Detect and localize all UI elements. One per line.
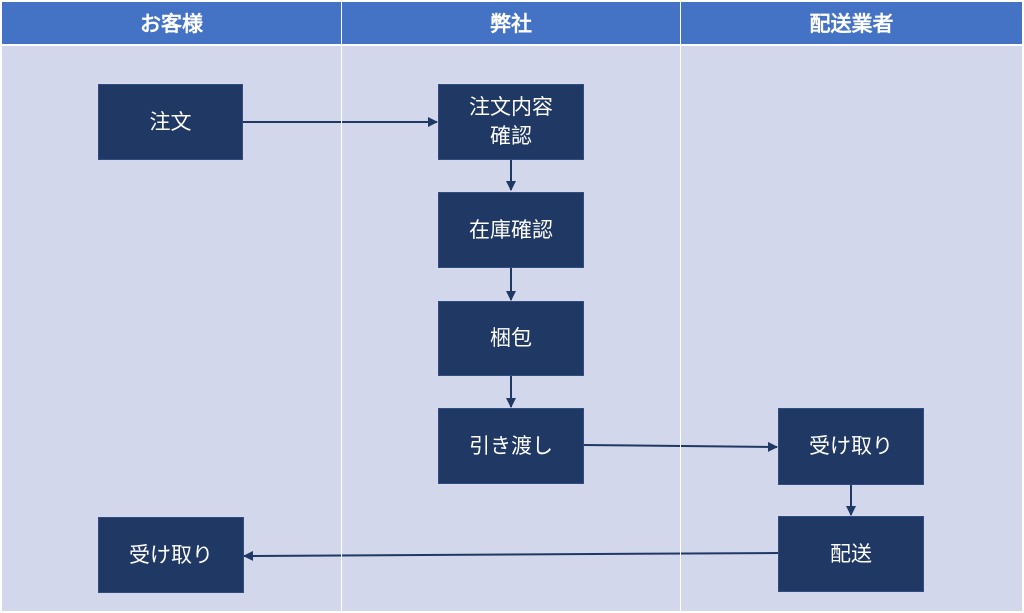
step-handover-label: 引き渡し xyxy=(469,433,553,458)
step-customer-receive: 受け取り xyxy=(98,517,244,593)
step-stock-check: 在庫確認 xyxy=(438,192,584,268)
lane-header-carrier: 配送業者 xyxy=(681,2,1022,44)
lane-header-company: 弊社 xyxy=(342,2,680,44)
step-confirm-order-label-line2: 確認 xyxy=(490,124,532,148)
step-customer-receive-label: 受け取り xyxy=(129,542,213,567)
step-customer-order: 注文 xyxy=(98,84,243,160)
step-delivery-label: 配送 xyxy=(830,541,872,566)
step-carrier-receive: 受け取り xyxy=(778,408,924,485)
step-handover: 引き渡し xyxy=(438,408,584,484)
step-confirm-order: 注文内容 確認 xyxy=(438,84,584,160)
step-packing-label: 梱包 xyxy=(490,326,532,350)
lane-header-customer: お客様 xyxy=(2,2,341,44)
step-stock-check-label: 在庫確認 xyxy=(469,217,553,242)
lane-divider-1 xyxy=(341,46,342,611)
step-delivery: 配送 xyxy=(778,516,924,592)
step-customer-order-label: 注文 xyxy=(149,109,192,134)
step-packing: 梱包 xyxy=(438,301,584,376)
step-confirm-order-label-line1: 注文内容 xyxy=(469,95,553,119)
step-carrier-receive-label: 受け取り xyxy=(809,434,893,458)
lane-divider-2 xyxy=(680,46,681,611)
